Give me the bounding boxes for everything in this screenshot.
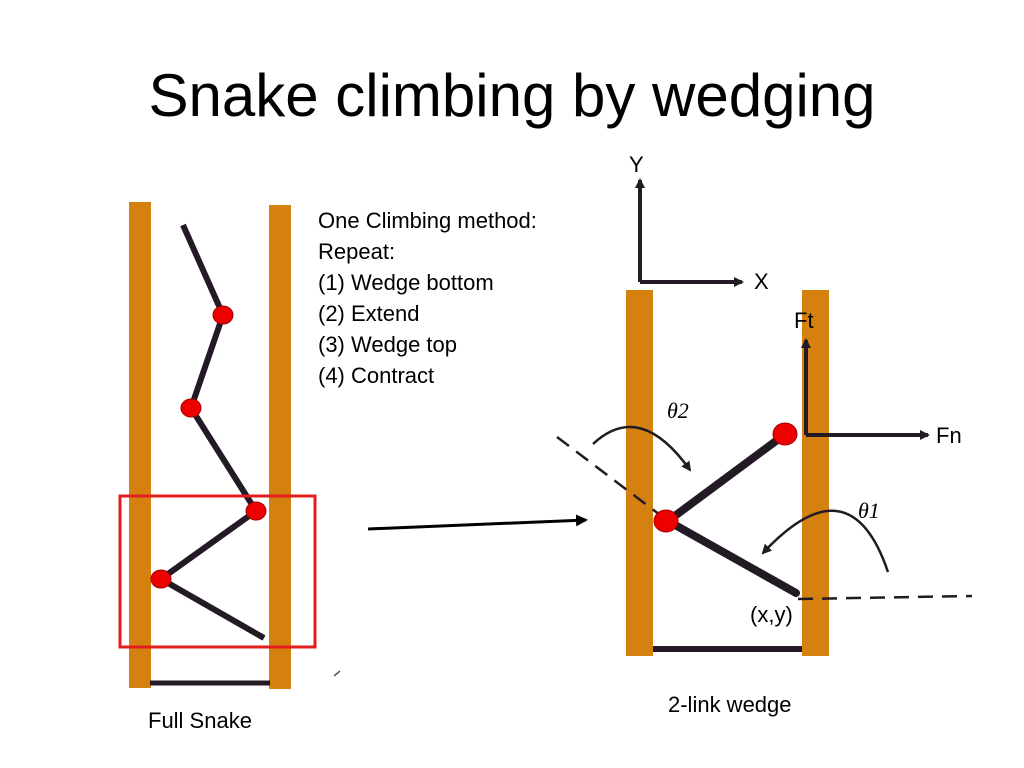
- middle-joint: [653, 509, 679, 533]
- method-step-2: (2) Extend: [318, 301, 420, 326]
- zoom-arrow: [367, 514, 588, 531]
- theta2-label: θ2: [667, 398, 689, 423]
- position-label: (x,y): [750, 602, 793, 627]
- right-wall: [269, 205, 291, 689]
- theta1-label: θ1: [858, 498, 880, 523]
- method-repeat: Repeat:: [318, 239, 396, 264]
- lower-link: [664, 517, 800, 597]
- method-step-3: (3) Wedge top: [318, 332, 458, 357]
- slide-title: Snake climbing by wedging: [148, 62, 876, 129]
- climbing-method-list: One Climbing method: Repeat: (1) Wedge b…: [318, 205, 537, 391]
- dashed-horizontal-reference: [797, 594, 973, 601]
- upper-link: [664, 431, 788, 525]
- theta2-arc-arrow: [592, 425, 692, 472]
- two-link-wedge-caption: 2-link wedge: [668, 692, 792, 717]
- snake-joint: [150, 569, 172, 589]
- ft-label: Ft: [794, 308, 814, 333]
- method-step-4: (4) Contract: [318, 363, 435, 388]
- fn-label: Fn: [936, 423, 962, 448]
- two-link-wedge-figure: Y X Ft Fn θ2 θ1 (x,y): [556, 152, 973, 656]
- x-axis-label: X: [754, 269, 769, 294]
- top-joint: [772, 422, 798, 446]
- method-step-1: (1) Wedge bottom: [318, 270, 494, 295]
- stray-mark: [333, 670, 341, 677]
- highlight-box: [118, 494, 317, 649]
- wedge-left-wall: [626, 290, 653, 656]
- theta1-arc-arrow: [761, 509, 890, 573]
- left-wall: [129, 202, 151, 688]
- method-heading: One Climbing method:: [318, 208, 537, 233]
- snake-joint: [245, 501, 267, 521]
- snake-body: [158, 223, 266, 641]
- y-axis-label: Y: [629, 152, 644, 177]
- full-snake-caption: Full Snake: [148, 708, 252, 733]
- full-snake-figure: [118, 202, 341, 689]
- snake-joint: [212, 305, 234, 325]
- snake-joint: [180, 398, 202, 418]
